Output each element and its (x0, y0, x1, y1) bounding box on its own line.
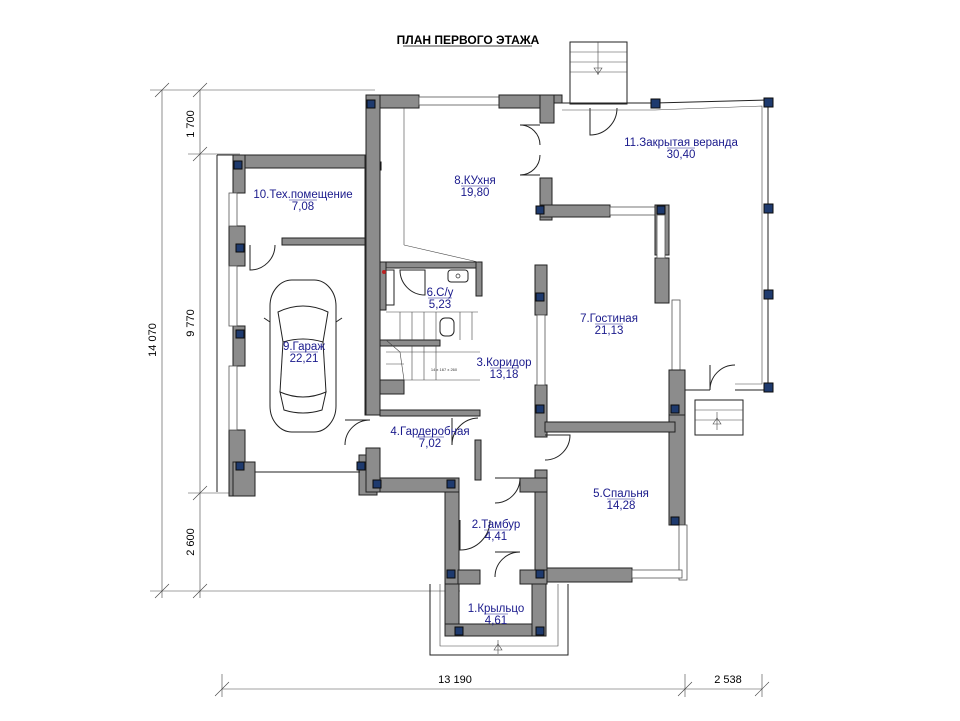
column-marker (763, 97, 774, 108)
svg-text:22,21: 22,21 (290, 353, 319, 365)
svg-text:7.Гостиная: 7.Гостиная (580, 313, 638, 325)
dim-middle: 9 770 (185, 309, 197, 337)
svg-text:14,28: 14,28 (607, 500, 636, 512)
svg-text:6.С/у: 6.С/у (427, 287, 454, 299)
column-marker (650, 98, 661, 109)
svg-text:9.Гараж: 9.Гараж (283, 341, 325, 353)
svg-text:5,23: 5,23 (429, 299, 451, 311)
column-marker (763, 382, 774, 393)
column-marker (670, 404, 680, 414)
column-marker (535, 569, 545, 579)
porch (429, 583, 569, 656)
column-marker (366, 99, 376, 109)
room-label-veranda: 11.Закрытая веранда 30,40 (624, 137, 738, 161)
column-marker (235, 243, 245, 253)
room-label-kitchen: 8.КУхня 19,80 (454, 175, 496, 199)
svg-text:8.КУхня: 8.КУхня (454, 175, 496, 187)
svg-text:19,80: 19,80 (461, 187, 490, 199)
doors (344, 107, 736, 578)
column-marker (235, 329, 245, 339)
dim-width-extra: 2 538 (714, 674, 742, 686)
svg-text:2.Тамбур: 2.Тамбур (472, 519, 521, 531)
bathroom-fixtures (382, 269, 469, 337)
column-marker (535, 292, 545, 302)
house-columns (366, 99, 680, 579)
column-marker (235, 461, 245, 471)
room-label-vestibule: 2.Тамбур 4,41 (472, 519, 521, 543)
column-marker (535, 404, 545, 414)
column-marker (535, 205, 545, 215)
column-marker (763, 203, 774, 214)
svg-text:4,41: 4,41 (485, 531, 507, 543)
column-marker (233, 160, 243, 170)
column-marker (446, 479, 456, 489)
dimension-lines: 14 070 1 700 9 770 2 600 13 190 2 538 (147, 82, 770, 697)
room-label-wardrobe: 4.Гардеробная 7,02 (390, 426, 469, 450)
svg-text:5.Спальня: 5.Спальня (593, 488, 649, 500)
column-marker (656, 205, 666, 215)
staircase: 14 x 167 x 260 (385, 311, 480, 381)
column-marker (454, 626, 464, 636)
column-marker (446, 569, 456, 579)
dim-lower: 2 600 (185, 528, 197, 556)
dim-upper: 1 700 (185, 110, 197, 138)
dim-total-height: 14 070 (147, 323, 159, 357)
svg-text:10.Тех.помещение: 10.Тех.помещение (253, 189, 352, 201)
svg-text:13,18: 13,18 (490, 369, 519, 381)
svg-text:7,08: 7,08 (292, 201, 314, 213)
room-label-tech-room: 10.Тех.помещение 7,08 (253, 189, 352, 213)
room-label-garage: 9.Гараж 22,21 (283, 341, 325, 365)
svg-text:11.Закрытая веранда: 11.Закрытая веранда (624, 137, 738, 149)
room-label-corridor: 3.Коридор 13,18 (476, 357, 531, 381)
dim-width-main: 13 190 (438, 674, 472, 686)
room-label-bathroom: 6.С/у 5,23 (427, 287, 454, 311)
room-label-porch: 1.Крыльцо 4,61 (468, 603, 525, 627)
svg-text:1.Крыльцо: 1.Крыльцо (468, 603, 525, 615)
svg-text:4.Гардеробная: 4.Гардеробная (390, 426, 469, 438)
svg-text:4,61: 4,61 (485, 615, 507, 627)
house-walls (365, 94, 688, 585)
room-label-living-room: 7.Гостиная 21,13 (580, 313, 638, 337)
car-icon (263, 279, 343, 433)
column-marker (372, 479, 382, 489)
room-labels: 1.Крыльцо 4,61 2.Тамбур 4,41 3.Коридор 1… (253, 137, 738, 627)
plan-title: ПЛАН ПЕРВОГО ЭТАЖА (397, 33, 540, 47)
room-label-bedroom: 5.Спальня 14,28 (593, 488, 649, 512)
stair-note: 14 x 167 x 260 (431, 367, 458, 372)
column-marker (670, 516, 680, 526)
column-marker (763, 289, 774, 300)
svg-text:7,02: 7,02 (419, 438, 441, 450)
veranda (562, 41, 774, 436)
svg-text:30,40: 30,40 (667, 149, 696, 161)
column-marker (535, 626, 545, 636)
svg-text:21,13: 21,13 (595, 325, 624, 337)
column-marker (356, 461, 366, 471)
garage-block (216, 154, 382, 497)
svg-text:3.Коридор: 3.Коридор (476, 357, 531, 369)
